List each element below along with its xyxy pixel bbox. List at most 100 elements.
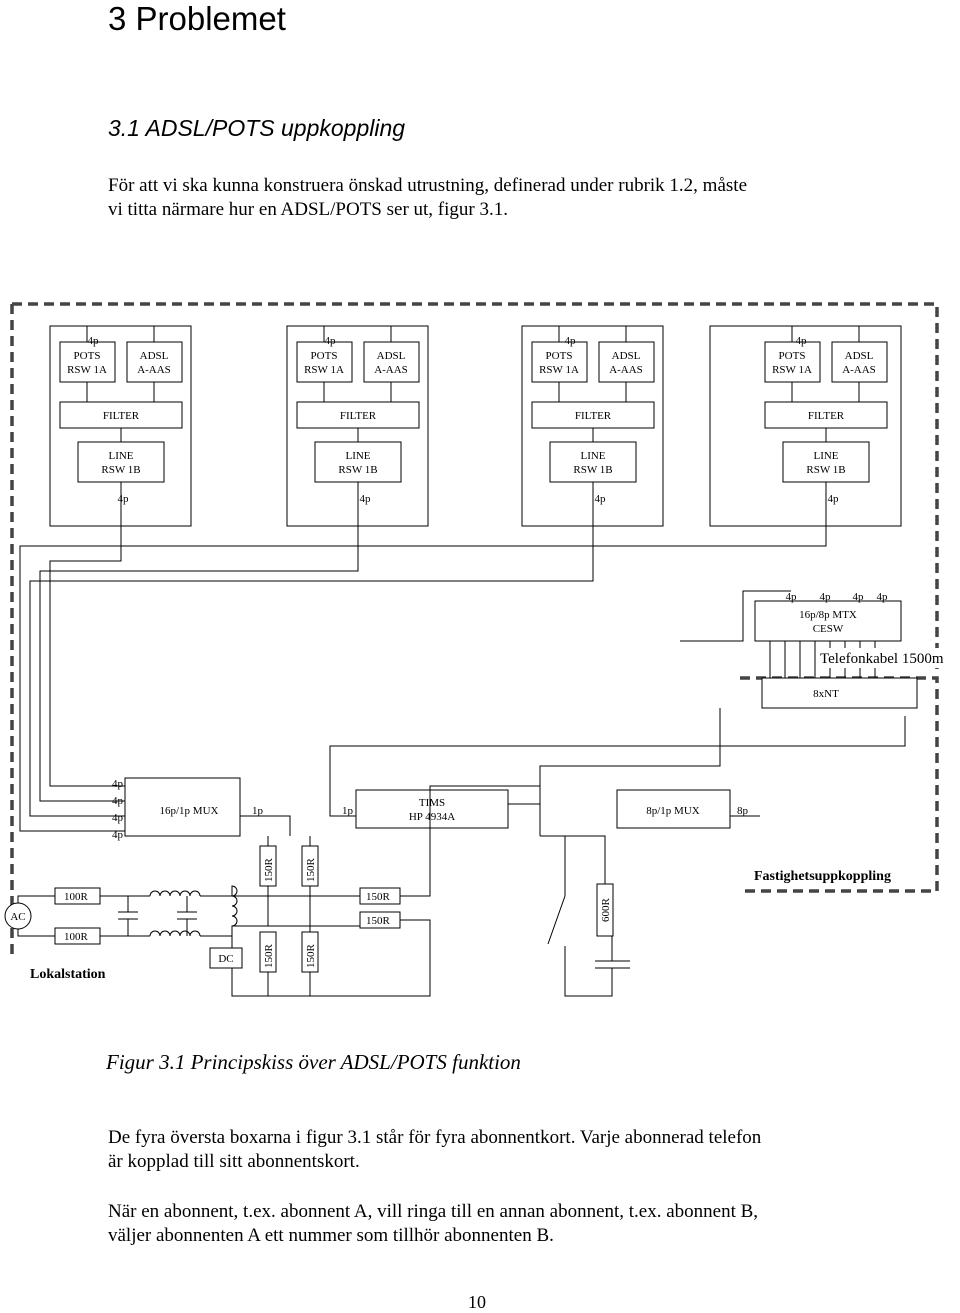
r150-lower-b: 150R [305, 944, 317, 969]
filter-label: FILTER [808, 410, 845, 422]
adsl-sub-label: A-AAS [609, 364, 643, 376]
filter-label: FILTER [575, 410, 612, 422]
tims-box: TIMS HP 4934A 1p [342, 789, 509, 829]
mtx-switch: 16p/8p MTX CESW 4p 4p 4p 4p [754, 591, 902, 642]
card-bottom-port: 4p [118, 493, 130, 505]
card-top-port: 4p [565, 335, 577, 347]
resistor-icon [596, 883, 614, 937]
para3-line-2: väljer abonnenten A ett nummer som tillh… [108, 1225, 554, 1246]
para2-line-1: De fyra översta boxarna i figur 3.1 står… [108, 1127, 762, 1148]
dc-label: DC [218, 953, 233, 965]
pots-sub-label: RSW 1A [772, 364, 812, 376]
mux-16p: 16p/1p MUX 4p 4p 4p 4p 1p [112, 777, 264, 841]
line-label: LINE [813, 450, 838, 462]
mux8-label: 8p/1p MUX [646, 805, 700, 817]
pots-label: POTS [779, 350, 806, 362]
ac-label: AC [10, 911, 25, 923]
card-top-port: 4p [796, 335, 808, 347]
mtx-sub-label: CESW [813, 623, 844, 635]
mux16-input: 4p [112, 795, 124, 807]
mtx-port: 4p [853, 591, 865, 603]
r150-mid-bottom: 150R [366, 915, 391, 927]
intro-line-2: vi titta närmare hur en ADSL/POTS ser ut… [108, 199, 508, 220]
tims-label: TIMS [419, 797, 445, 809]
mtx-port: 4p [786, 591, 798, 603]
line-label: LINE [580, 450, 605, 462]
mux16-input: 4p [112, 829, 124, 841]
r150-lower-a: 150R [263, 944, 275, 969]
mux16-label: 16p/1p MUX [160, 805, 219, 817]
pots-sub-label: RSW 1A [304, 364, 344, 376]
adsl-label: ADSL [140, 350, 169, 362]
subscriber-card-1: 4p POTS RSW 1A ADSL A-AAS FILTER LINE RS… [49, 325, 192, 527]
mtx-label: 16p/8p MTX [799, 609, 857, 621]
inductor-icon [149, 890, 201, 897]
nt-label: 8xNT [813, 688, 839, 700]
line-sub-label: RSW 1B [101, 464, 140, 476]
mux-8p: 8p/1p MUX 8p [616, 789, 749, 829]
r600-label: 600R [600, 898, 612, 923]
r150-upper-a: 150R [263, 858, 275, 883]
card-top-port: 4p [88, 335, 100, 347]
subscriber-card-3: 4p POTS RSW 1A ADSL A-AAS FILTER LINE RS… [521, 325, 664, 527]
mtx-port: 4p [820, 591, 832, 603]
switch-icon [547, 895, 566, 945]
intro-paragraph: För att vi ska kunna konstruera önskad u… [108, 174, 868, 222]
nt-box: 8xNT [761, 677, 918, 709]
intro-line-1: För att vi ska kunna konstruera önskad u… [108, 175, 747, 196]
adsl-sub-label: A-AAS [842, 364, 876, 376]
page-number: 10 [468, 1292, 486, 1312]
mux16-input: 4p [112, 778, 124, 790]
dc-source-icon [209, 947, 243, 969]
r100-top: 100R [64, 891, 89, 903]
fastighet-label: Fastighetsuppkoppling [754, 869, 891, 884]
subscriber-card-2: 4p POTS RSW 1A ADSL A-AAS FILTER LINE RS… [286, 325, 429, 527]
card-bottom-port: 4p [360, 493, 372, 505]
r150-mid-top: 150R [366, 891, 391, 903]
adsl-sub-label: A-AAS [374, 364, 408, 376]
lokalstation-label: Lokalstation [30, 967, 106, 982]
adsl-label: ADSL [377, 350, 406, 362]
pots-label: POTS [74, 350, 101, 362]
tims-input: 1p [342, 805, 354, 817]
line-sub-label: RSW 1B [573, 464, 612, 476]
card-bottom-port: 4p [828, 493, 840, 505]
paragraph-2: De fyra översta boxarna i figur 3.1 står… [108, 1126, 868, 1174]
mux16-output: 1p [252, 805, 264, 817]
line-label: LINE [108, 450, 133, 462]
chapter-title: 3 Problemet [108, 0, 286, 37]
mux8-output: 8p [737, 805, 749, 817]
section-title: 3.1 ADSL/POTS uppkoppling [108, 115, 406, 141]
pots-sub-label: RSW 1A [67, 364, 107, 376]
card-to-mux-wiring [19, 526, 827, 836]
r150-upper-b: 150R [305, 858, 317, 883]
card-top-port: 4p [325, 335, 337, 347]
adsl-label: ADSL [845, 350, 874, 362]
r100-bottom: 100R [64, 931, 89, 943]
pots-label: POTS [546, 350, 573, 362]
adsl-sub-label: A-AAS [137, 364, 171, 376]
line-sub-label: RSW 1B [806, 464, 845, 476]
tims-sub-label: HP 4934A [409, 811, 455, 823]
pots-sub-label: RSW 1A [539, 364, 579, 376]
adsl-label: ADSL [612, 350, 641, 362]
exchange-dashed-border [10, 302, 939, 956]
para3-line-1: När en abonnent, t.ex. abonnent A, vill … [108, 1201, 759, 1222]
subscriber-card-4: 4p POTS RSW 1A ADSL A-AAS FILTER LINE RS… [709, 325, 902, 527]
lower-circuit: AC 100R 100R DC 150R 150R [4, 785, 630, 997]
property-dashed-border [740, 676, 939, 893]
line-sub-label: RSW 1B [338, 464, 377, 476]
para2-line-2: är kopplad till sitt abonnentskort. [108, 1151, 360, 1172]
inductor-icon [149, 930, 201, 937]
adsl-pots-diagram: 4p POTS RSW 1A ADSL A-AAS FILTER LINE RS… [4, 302, 958, 997]
mtx-port: 4p [877, 591, 889, 603]
mux16-input: 4p [112, 812, 124, 824]
figure-caption: Figur 3.1 Principskiss över ADSL/POTS fu… [106, 1050, 521, 1074]
filter-label: FILTER [340, 410, 377, 422]
card-bottom-port: 4p [595, 493, 607, 505]
telefonkabel-label: Telefonkabel 1500m [820, 651, 944, 667]
pots-label: POTS [311, 350, 338, 362]
filter-label: FILTER [103, 410, 140, 422]
line-label: LINE [345, 450, 370, 462]
paragraph-3: När en abonnent, t.ex. abonnent A, vill … [108, 1200, 868, 1248]
